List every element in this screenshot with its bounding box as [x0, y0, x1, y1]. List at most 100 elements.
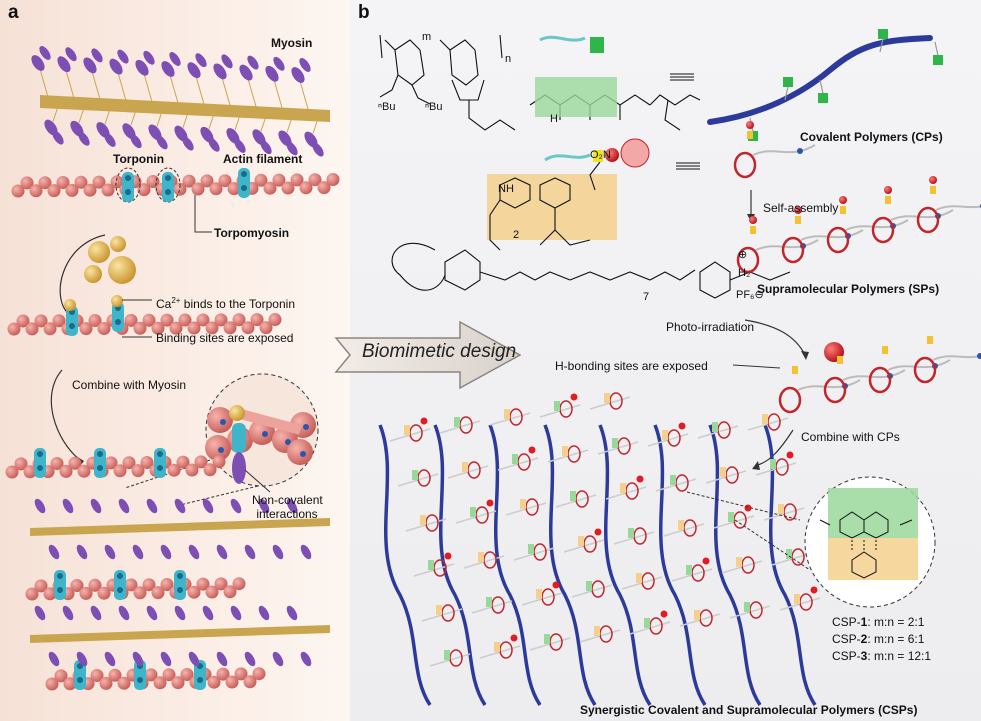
actin-bead	[11, 184, 25, 198]
actin-bead	[92, 175, 106, 189]
chem-h: H	[550, 113, 558, 125]
chem-h2: H₂	[738, 267, 751, 279]
actin-bead	[263, 181, 277, 195]
actin-bead	[160, 313, 174, 327]
actin-bead	[59, 464, 73, 478]
calcium-ion	[88, 241, 110, 263]
actin-bead	[99, 676, 113, 690]
panel-a-background	[0, 0, 350, 721]
hbond-pair	[454, 417, 460, 427]
myosin-head	[244, 544, 256, 560]
hbond-pair	[736, 557, 742, 567]
hbond-unit-orange	[747, 131, 753, 139]
actin-bead	[214, 577, 228, 591]
calcium-ion	[110, 236, 126, 252]
actin-bead	[209, 182, 223, 196]
hbond-pair	[628, 528, 634, 538]
myosin-head	[146, 605, 158, 621]
myosin-head	[76, 544, 88, 560]
hbond-pair	[544, 634, 550, 644]
myosin-head	[273, 56, 285, 71]
myosin-head	[286, 605, 298, 621]
myosin-head	[188, 651, 200, 667]
chem-o2n: O₂N	[590, 149, 611, 161]
actin-bead	[216, 667, 230, 681]
myosin-head	[48, 651, 60, 667]
troponin	[162, 172, 174, 202]
actin-bead	[108, 668, 122, 682]
myosin-head	[230, 605, 242, 621]
stopper	[794, 206, 802, 214]
myosin-head	[62, 605, 74, 621]
myosin-head	[34, 498, 46, 514]
actin-bead	[25, 587, 39, 601]
actin-bead	[56, 176, 70, 189]
myosin-head	[76, 651, 88, 667]
actin-bead	[131, 464, 145, 478]
actin-bead	[169, 321, 183, 335]
myosin-head	[132, 544, 144, 560]
actin-bead	[110, 175, 124, 189]
actin-bead	[241, 321, 255, 335]
actin-bead	[268, 313, 282, 327]
actin-filament-middle	[7, 295, 282, 338]
actin-bead	[287, 439, 313, 465]
actin-bead	[167, 463, 181, 477]
myosin-head	[39, 46, 51, 60]
torpomyosin-label: Torpomyosin	[214, 226, 290, 240]
myosin-head	[272, 544, 284, 560]
actin-bead	[5, 465, 19, 479]
myosin-head	[90, 605, 102, 621]
hbond-pair	[578, 536, 584, 546]
ca-binds-label: Ca2+ binds to the Torponin	[156, 296, 295, 311]
hbond-pair	[744, 602, 750, 612]
actin-bead	[200, 174, 214, 188]
myosin-head	[132, 651, 144, 667]
myosin-head	[258, 605, 270, 621]
myosin-head	[258, 498, 270, 514]
myosin-filament	[30, 518, 330, 536]
myosin-head	[182, 136, 194, 151]
actin-bead	[140, 456, 154, 469]
hbond-unit-green	[783, 77, 793, 87]
actin-bead	[162, 668, 176, 682]
hbond-pair	[620, 483, 626, 493]
self-assembly-label: Self-assembly	[763, 201, 839, 215]
hbond-unit-orange	[930, 186, 936, 194]
hbond-pair	[444, 650, 450, 660]
chem-sub-7: 7	[643, 291, 650, 303]
ca-binding-arrow	[59, 234, 106, 316]
hbond-unit-orange	[840, 206, 846, 214]
zoom-leader-bottom	[734, 519, 811, 571]
stopper	[884, 186, 892, 194]
myosin-head	[299, 58, 311, 72]
actin-bead	[113, 464, 127, 478]
crown-ether-ring	[871, 216, 895, 244]
actin-bead	[104, 456, 118, 470]
myosin-head	[286, 141, 298, 156]
biomimetic-design-label: Biomimetic design	[362, 341, 517, 362]
covalent-chain	[433, 424, 487, 706]
myosin-head	[62, 498, 74, 514]
troponin	[34, 448, 46, 478]
zoom-inset-b	[804, 476, 936, 608]
actin-bead	[160, 578, 174, 591]
actin-bead	[252, 667, 266, 681]
crown-ether-ring	[868, 366, 892, 394]
cp-icon	[539, 35, 604, 53]
actin-bead	[299, 181, 313, 195]
covalent-chain	[488, 424, 542, 706]
actin-bead	[182, 174, 196, 188]
calcium-ions	[84, 236, 136, 284]
stopper	[570, 393, 578, 401]
myosin-head	[52, 130, 64, 145]
zoom-leader-top	[686, 491, 801, 521]
actin-bead	[88, 578, 102, 592]
myosin-head	[118, 498, 130, 514]
myosin-head	[247, 55, 259, 70]
csp-network	[378, 392, 821, 706]
actin-beads	[7, 313, 282, 336]
myosin-head	[169, 52, 181, 66]
